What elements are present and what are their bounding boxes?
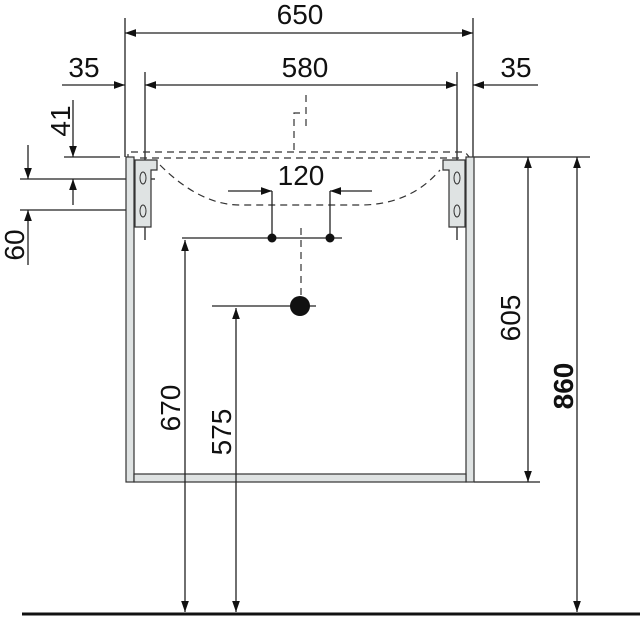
dim-860: 860: [548, 363, 579, 410]
extension-lines: [20, 18, 590, 483]
right-bracket: [442, 159, 466, 228]
dim-605: 605: [495, 295, 526, 342]
dim-60: 60: [0, 229, 30, 260]
dim-580: 580: [282, 52, 329, 83]
bottom-rail: [133, 473, 467, 483]
right-side-panel: [465, 156, 475, 483]
left-side-panel: [125, 156, 135, 483]
supply-point-left: [267, 233, 277, 243]
drain-point: [290, 296, 310, 316]
dim-35-left: 35: [68, 52, 99, 83]
dim-650: 650: [277, 0, 324, 30]
dim-670: 670: [155, 385, 186, 432]
dim-41: 41: [45, 105, 76, 136]
dim-120: 120: [278, 160, 325, 191]
cabinet: [125, 156, 475, 483]
dim-35-right: 35: [500, 52, 531, 83]
left-bracket: [134, 159, 158, 228]
supply-point-right: [325, 233, 335, 243]
dim-575: 575: [206, 409, 237, 456]
